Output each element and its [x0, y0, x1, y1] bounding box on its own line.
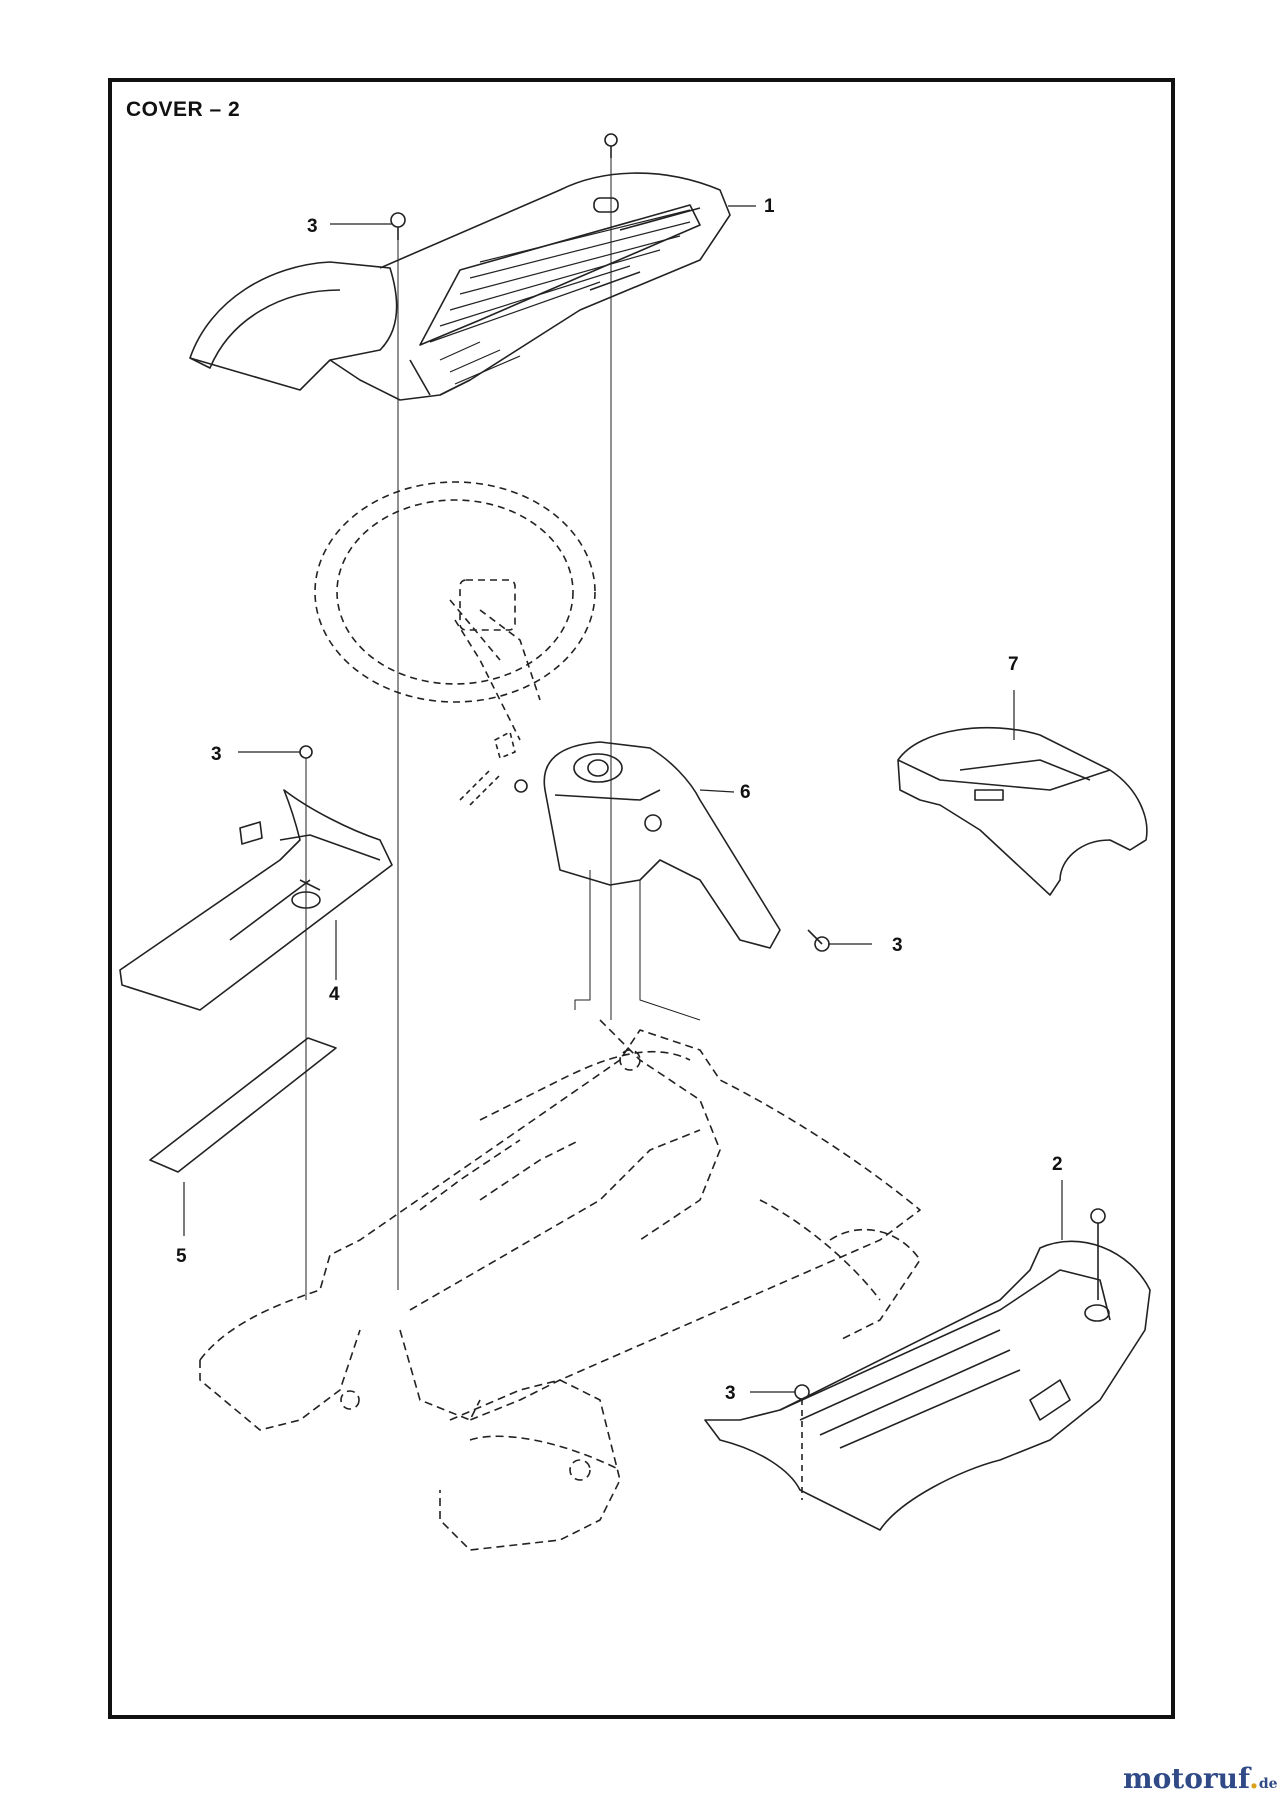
- watermark-main: motoruf: [1123, 1762, 1250, 1795]
- callout-6: 6: [740, 782, 751, 803]
- tractor-frame: [199, 1019, 921, 1551]
- assembly-guide-lines: [305, 158, 701, 1300]
- callout-3-top: 3: [307, 216, 318, 237]
- callout-1: 1: [764, 196, 775, 217]
- watermark-suffix: de: [1258, 1776, 1278, 1792]
- screw-right-rear: [1090, 1208, 1106, 1300]
- part-1-floor-cover: [189, 172, 731, 401]
- part-6-steering-column-cover: [543, 741, 781, 949]
- callout-3-right: 3: [892, 935, 903, 956]
- pin-and-nut: [459, 731, 516, 806]
- callout-leaders: [183, 205, 1063, 1393]
- callout-4: 4: [329, 984, 340, 1005]
- diagram-title: COVER – 2: [126, 98, 241, 121]
- part-2-floor-plate: [704, 1240, 1151, 1531]
- screw-left-of-column: [514, 779, 528, 793]
- callout-7: 7: [1008, 654, 1019, 675]
- part-1-grid-holes: [429, 209, 691, 385]
- diagram-frame: [108, 78, 1175, 1719]
- screw-left-panel: [299, 745, 313, 759]
- screw-right-of-column: [807, 929, 830, 952]
- callout-3-left: 3: [211, 744, 222, 765]
- part-5-strip: [149, 1037, 337, 1173]
- screw-top-center: [604, 133, 618, 158]
- watermark-dot: .: [1249, 1762, 1259, 1795]
- part-4-side-panel: [119, 789, 393, 1011]
- screw-top-left: [390, 212, 406, 240]
- steering-wheel: [314, 481, 596, 741]
- callouts: 1 2 3 3 3 3 4 5 6 7: [176, 196, 1063, 1404]
- callout-5: 5: [176, 1246, 187, 1267]
- callout-3-bottom: 3: [725, 1383, 736, 1404]
- watermark: motoruf.de: [1123, 1762, 1278, 1795]
- part-7-side-cover: [897, 726, 1148, 896]
- callout-2: 2: [1052, 1154, 1063, 1175]
